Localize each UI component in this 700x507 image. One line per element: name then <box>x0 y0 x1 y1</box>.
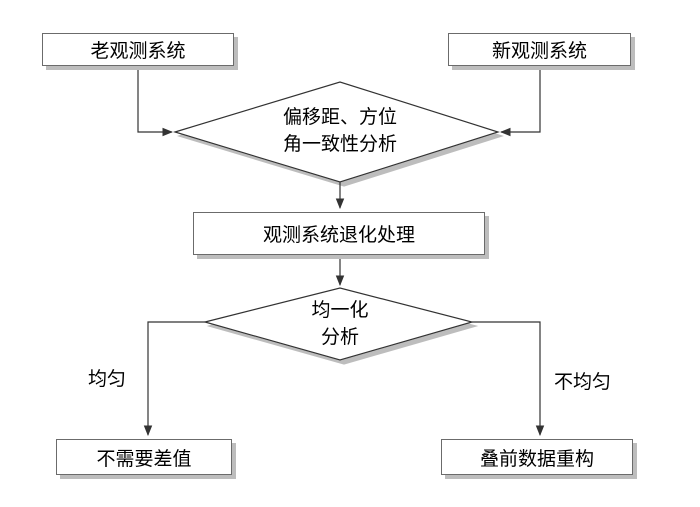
arrow-uniform-branch <box>143 321 205 437</box>
node-uniform-line2: 分析 <box>320 326 359 348</box>
node-prestack-reconstruction: 叠前数据重构 <box>441 439 633 475</box>
arrow-old-to-consistency <box>137 65 174 137</box>
edge-label-uniform: 均匀 <box>88 368 127 390</box>
node-consistency-analysis: 偏移距、方位 角一致性分析 <box>250 104 430 158</box>
node-no-interpolation: 不需要差值 <box>56 439 232 475</box>
arrow-new-to-consistency <box>499 65 541 137</box>
node-consistency-line1: 偏移距、方位 <box>282 106 397 128</box>
node-degrade-processing: 观测系统退化处理 <box>193 212 485 255</box>
decision-consistency-shape <box>172 81 500 183</box>
node-consistency-line2: 角一致性分析 <box>282 133 397 155</box>
arrow-nonuniform-branch <box>472 321 545 437</box>
node-uniformity-analysis: 均一化 分析 <box>280 297 400 351</box>
edge-label-nonuniform: 不均匀 <box>554 371 612 393</box>
node-old-system: 老观测系统 <box>42 33 234 66</box>
node-new-system: 新观测系统 <box>448 33 631 66</box>
node-uniform-line1: 均一化 <box>311 299 369 321</box>
